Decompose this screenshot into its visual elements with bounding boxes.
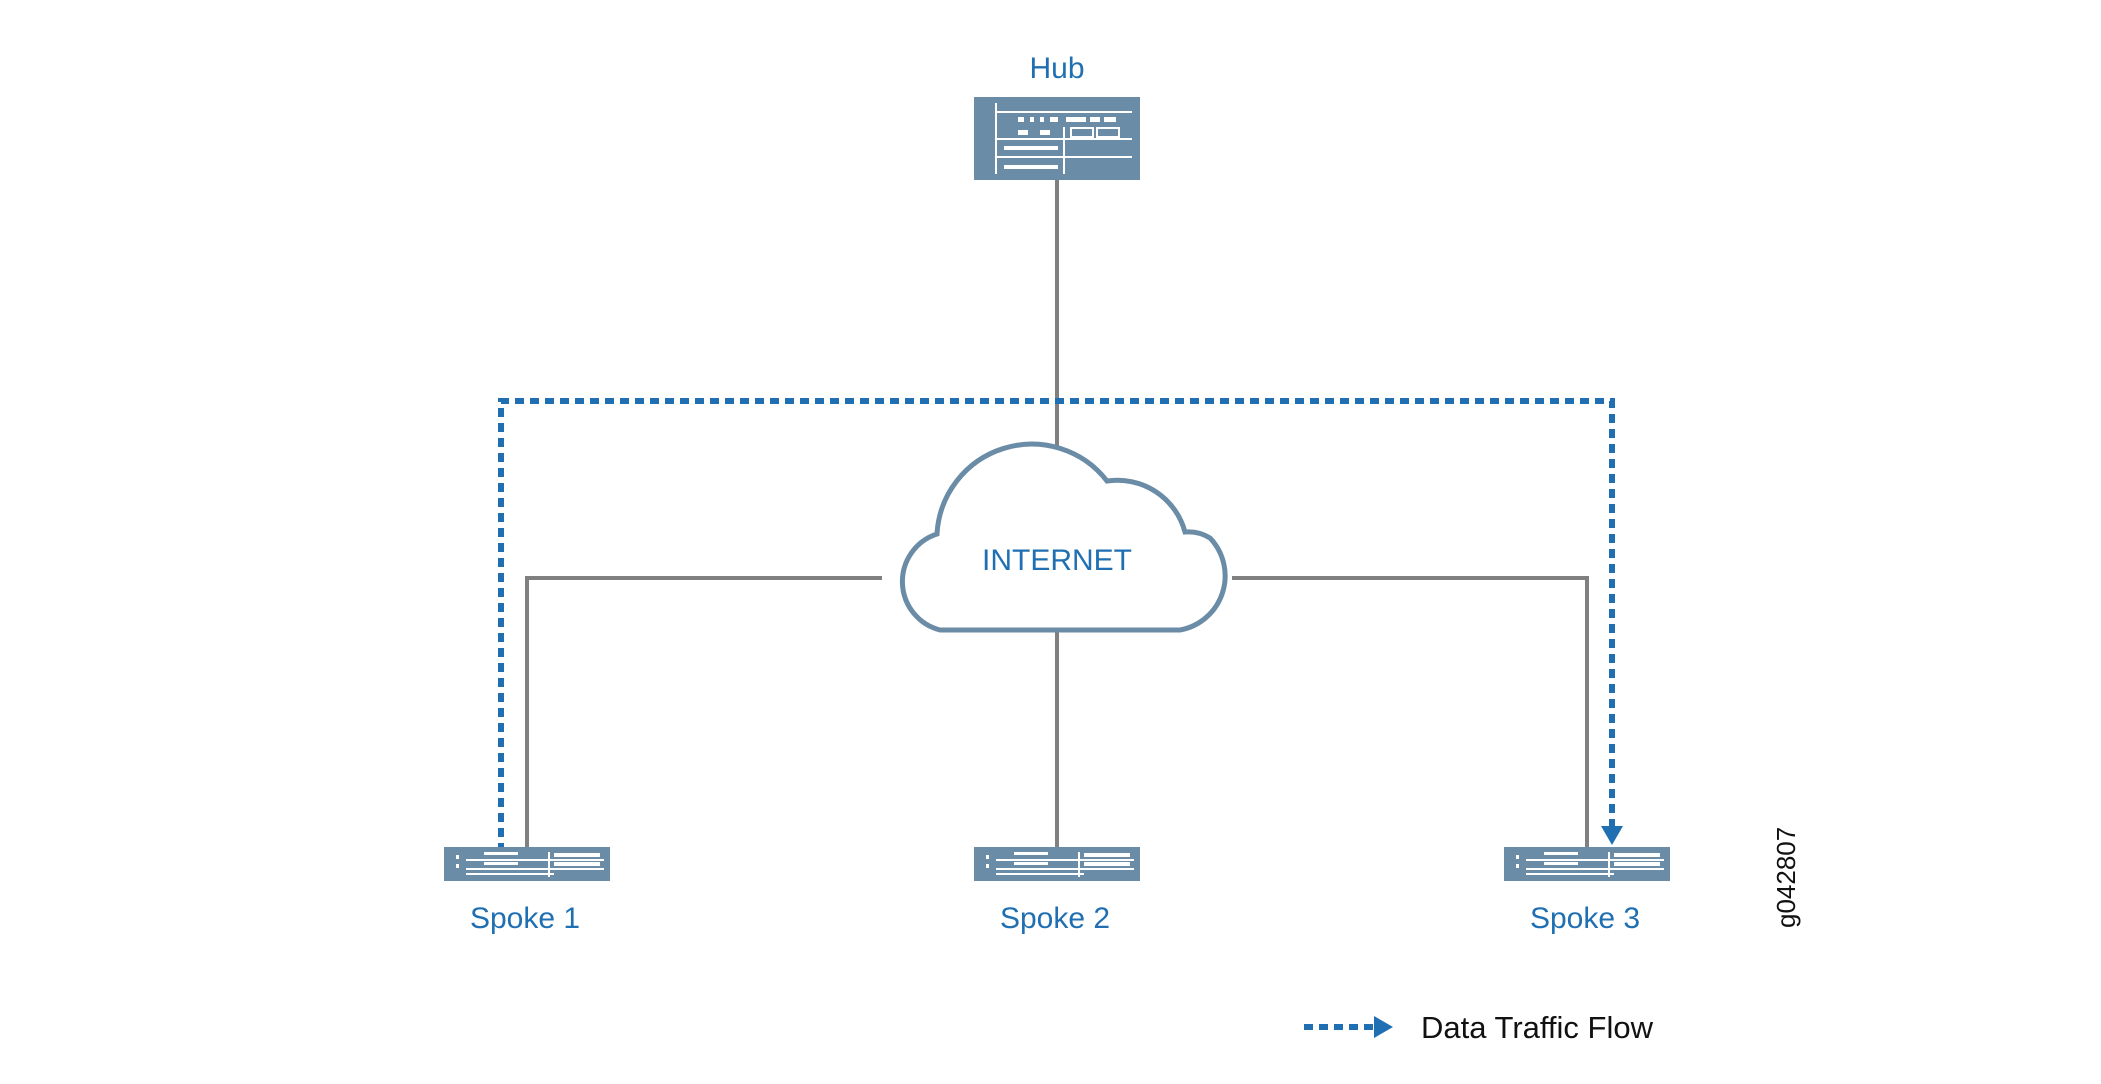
internet-cloud: INTERNET bbox=[899, 441, 1228, 633]
spoke-3-node: Spoke 3 bbox=[1504, 847, 1670, 935]
spoke-2-node: Spoke 2 bbox=[974, 847, 1140, 935]
figure-id: g042807 bbox=[1771, 827, 1801, 928]
flow-line bbox=[498, 398, 1615, 852]
spoke-1-router-icon bbox=[444, 847, 610, 881]
hub-router-icon bbox=[974, 97, 1140, 180]
spoke-2-router-icon bbox=[974, 847, 1140, 881]
spoke-2-label: Spoke 2 bbox=[1000, 902, 1110, 935]
spoke-1-label: Spoke 1 bbox=[470, 902, 580, 935]
legend: Data Traffic Flow bbox=[1304, 1010, 1654, 1045]
hub-label: Hub bbox=[1029, 52, 1084, 85]
flow-arrow-head bbox=[1601, 826, 1623, 845]
legend-label: Data Traffic Flow bbox=[1421, 1010, 1654, 1045]
internet-to-spoke-3-link bbox=[1232, 576, 1589, 856]
hub-node: Hub bbox=[974, 52, 1140, 180]
legend-arrow-head bbox=[1374, 1016, 1393, 1038]
spoke-1-node: Spoke 1 bbox=[444, 847, 610, 935]
spoke-3-router-icon bbox=[1504, 847, 1670, 881]
spoke-3-label: Spoke 3 bbox=[1530, 902, 1640, 935]
data-traffic-flow-path bbox=[498, 398, 1623, 852]
cloud-icon bbox=[899, 441, 1228, 633]
internet-to-spoke-1-link bbox=[525, 576, 882, 856]
internet-label: INTERNET bbox=[982, 544, 1132, 577]
